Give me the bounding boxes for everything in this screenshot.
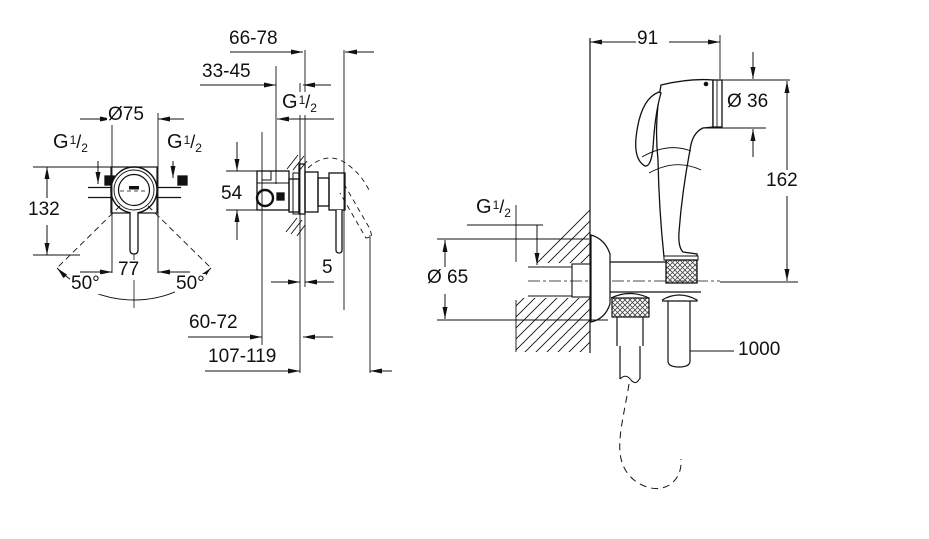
dim-thread-side: G1/2 <box>281 91 318 115</box>
dim-swing-right-50: 50° <box>175 273 206 294</box>
dim-width-77: 77 <box>117 259 141 280</box>
dim-thread-front-left: G1/2 <box>52 131 89 155</box>
spray-view-handset <box>635 78 723 284</box>
dim-height-162: 162 <box>765 170 799 191</box>
front-view-dimensions <box>33 113 190 275</box>
dim-depth-107-119: 107-119 <box>207 346 278 367</box>
dim-rosette-diameter-65: Ø 65 <box>426 267 470 288</box>
spray-view-holder <box>590 234 701 490</box>
spray-view-dimensions <box>437 35 798 352</box>
dim-head-diameter-36: Ø 36 <box>726 91 770 112</box>
dim-depth-66-78: 66-78 <box>228 28 279 49</box>
side-view-mixer <box>255 154 373 254</box>
front-view-mixer <box>56 166 212 308</box>
dim-height-132: 132 <box>27 199 61 220</box>
dim-depth-60-72: 60-72 <box>188 312 239 333</box>
dim-projection-91: 91 <box>636 28 660 49</box>
dim-depth-33-45: 33-45 <box>201 61 252 82</box>
dim-thread-front-right: G1/2 <box>166 131 203 155</box>
dim-plate-diameter: Ø75 <box>107 104 145 125</box>
dim-hose-length-1000: 1000 <box>737 339 782 360</box>
dim-thread-wall: G1/2 <box>475 196 512 220</box>
side-view-dimensions <box>188 49 392 374</box>
dim-swing-left-50: 50° <box>70 273 101 294</box>
dim-body-height-54: 54 <box>220 183 244 204</box>
dim-plate-offset-5: 5 <box>321 257 334 278</box>
